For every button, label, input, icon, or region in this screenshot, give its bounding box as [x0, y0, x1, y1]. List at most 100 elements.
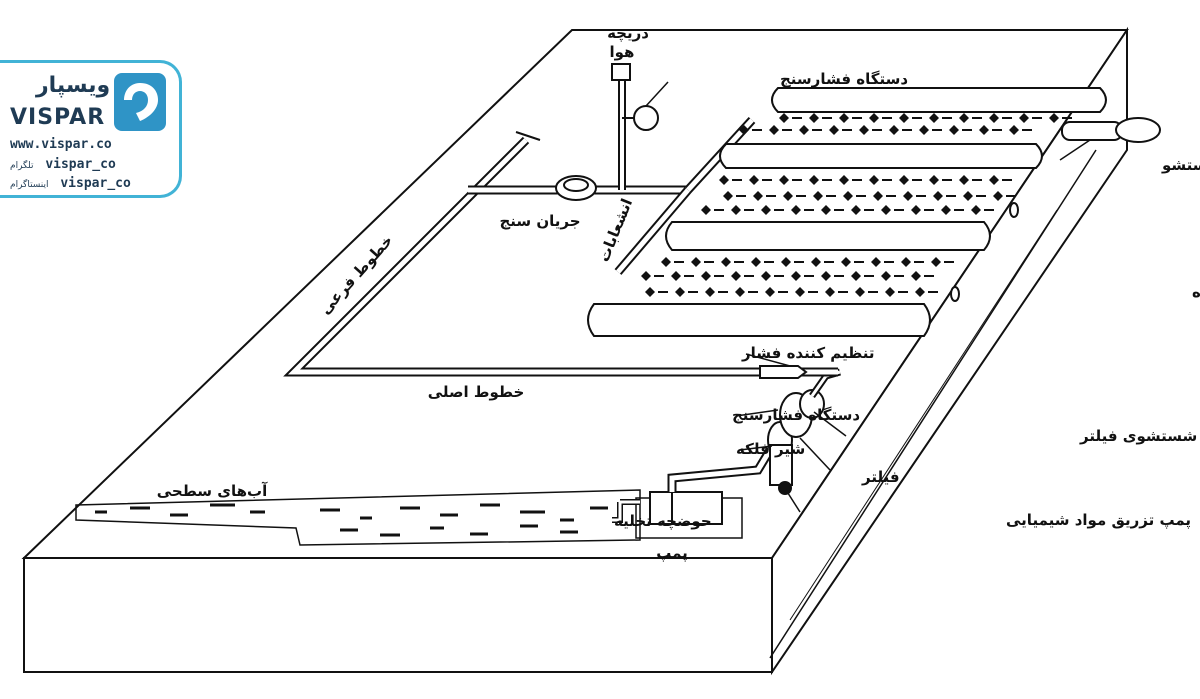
drip-emitter-mark — [825, 287, 835, 297]
label-flushing-nozzle: نازل شستشو — [1161, 156, 1200, 174]
drip-emitter-mark — [859, 125, 869, 135]
telegram-label: تلگرام — [10, 161, 34, 171]
label-flow-meter: جریان سنج — [499, 212, 580, 230]
label-drain-basin: حوضچه تخلیه — [614, 512, 712, 531]
drip-emitter-mark — [731, 205, 741, 215]
drip-emitter-mark — [959, 175, 969, 185]
drip-emitter-mark — [721, 257, 731, 267]
label-pressure-gauge-bottom: دستگاه فشارسنج — [732, 406, 860, 424]
label-surface-water: آب‌های سطحی — [157, 482, 268, 500]
label-pump: پمپ — [656, 544, 688, 563]
telegram-handle: vispar_co — [45, 157, 116, 172]
drip-emitter-mark — [869, 113, 879, 123]
supply-pipe — [667, 447, 774, 492]
label-chemical-pump: پمپ تزریق مواد شیمیایی — [1006, 511, 1191, 530]
drip-emitter-mark — [781, 257, 791, 267]
drip-emitter-mark — [855, 287, 865, 297]
drip-emitter-mark — [769, 125, 779, 135]
drip-emitter-mark — [911, 205, 921, 215]
drip-emitter-mark — [821, 205, 831, 215]
drip-emitter-mark — [885, 287, 895, 297]
drip-emitter-mark — [779, 175, 789, 185]
drip-emitter-mark — [749, 175, 759, 185]
drip-emitter-mark — [899, 113, 909, 123]
label-filter-backwash: شیر کنترل شستشوی فیلتر — [1079, 427, 1200, 445]
drip-emitter-mark — [839, 175, 849, 185]
drip-emitter-mark — [723, 191, 733, 201]
pump-unit — [612, 491, 743, 539]
logo-mark-icon — [114, 73, 166, 131]
drip-emitter-mark — [809, 175, 819, 185]
drip-emitter-mark — [873, 191, 883, 201]
drip-emitter-mark — [843, 191, 853, 201]
drip-emitter-mark — [933, 191, 943, 201]
drip-emitter-mark — [739, 125, 749, 135]
drip-emitter-mark — [795, 287, 805, 297]
surface-water — [75, 489, 641, 546]
drip-emitter-mark — [641, 271, 651, 281]
lateral-row-1 — [771, 87, 1107, 113]
drip-emitter-mark — [899, 175, 909, 185]
drip-emitter-mark — [761, 205, 771, 215]
drip-emitter-mark — [851, 271, 861, 281]
drip-emitter-mark — [869, 175, 879, 185]
drip-emitter-mark — [971, 205, 981, 215]
drip-emitter-mark — [779, 113, 789, 123]
drip-emitter-mark — [783, 191, 793, 201]
label-main-lines: خطوط اصلی — [428, 383, 525, 401]
drip-emitter-mark — [719, 175, 729, 185]
drip-emitter-mark — [839, 113, 849, 123]
label-filter: فیلتر — [861, 468, 900, 486]
drip-emitter-mark — [751, 257, 761, 267]
drip-emitter-mark — [929, 175, 939, 185]
drip-emitter-mark — [761, 271, 771, 281]
drip-emitter-mark — [791, 271, 801, 281]
drip-emitter-mark — [901, 257, 911, 267]
pressure-gauge-top — [622, 105, 659, 131]
markers — [950, 202, 1019, 302]
drip-emitter-mark — [871, 257, 881, 267]
drip-emitter-mark — [889, 125, 899, 135]
drip-emitter-mark — [791, 205, 801, 215]
drip-emitter-mark — [919, 125, 929, 135]
lateral-row-3 — [665, 221, 991, 251]
drip-emitter-mark — [959, 113, 969, 123]
label-pressure-gauge-top: دستگاه فشارسنج — [780, 70, 908, 88]
label-buried-pipes: لوله ها و نوارهای دفن شده — [1192, 283, 1200, 301]
label-pressure-regulator: تنظیم کننده فشار — [741, 344, 875, 362]
filter-station — [767, 368, 841, 495]
drip-emitter-mark — [691, 257, 701, 267]
lateral-row-4 — [587, 303, 931, 337]
drip-emitter-mark — [881, 205, 891, 215]
drip-emitters — [641, 113, 1072, 297]
label-air-valve-1: دریچه — [607, 24, 649, 43]
logo-name-en: VISPAR — [10, 105, 106, 130]
leader-lines — [645, 81, 1091, 513]
lateral-rows — [587, 87, 1107, 337]
drip-emitter-mark — [753, 191, 763, 201]
drip-emitter-mark — [671, 271, 681, 281]
drip-emitter-mark — [701, 271, 711, 281]
instagram-handle: vispar_co — [60, 176, 131, 191]
drip-emitter-mark — [1019, 113, 1029, 123]
label-gate-valve: شیر فلکه — [736, 440, 805, 458]
logo-website: www.vispar.co — [10, 137, 112, 152]
drip-emitter-mark — [1009, 125, 1019, 135]
drip-emitter-mark — [929, 113, 939, 123]
drip-emitter-mark — [941, 205, 951, 215]
instagram-label: اینستاگرام — [10, 180, 49, 190]
drip-emitter-mark — [989, 175, 999, 185]
logo-instagram: اینستاگرام vispar_co — [10, 176, 131, 191]
drip-emitter-mark — [979, 125, 989, 135]
logo-telegram: تلگرام vispar_co — [10, 157, 116, 172]
drip-emitter-mark — [765, 287, 775, 297]
drip-emitter-mark — [915, 287, 925, 297]
flow-meter — [555, 175, 597, 201]
drip-emitter-mark — [701, 205, 711, 215]
drip-emitter-mark — [1049, 113, 1059, 123]
flushing-nozzle — [1061, 117, 1161, 143]
drip-emitter-mark — [931, 257, 941, 267]
drip-emitter-mark — [821, 271, 831, 281]
